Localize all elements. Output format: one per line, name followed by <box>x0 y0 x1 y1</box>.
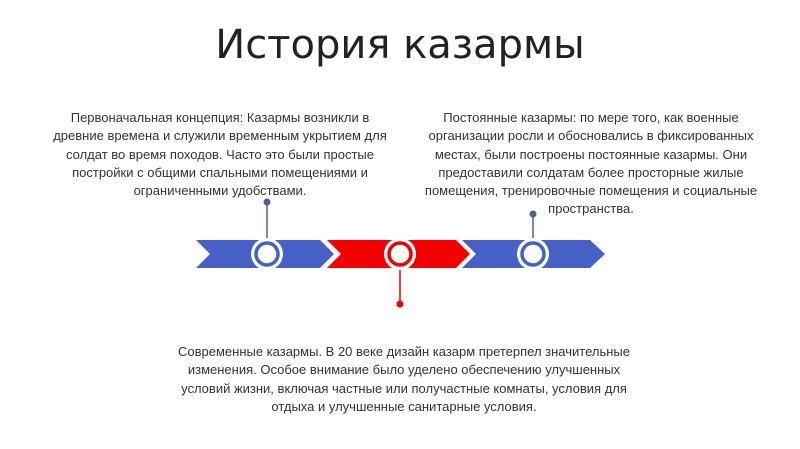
milestone-1-core <box>254 241 280 267</box>
milestone-2-dot <box>396 300 404 308</box>
milestone-1-dot <box>263 198 271 206</box>
milestone-1-description: Первоначальная концепция: Казармы возник… <box>53 110 387 199</box>
milestone-3-dot <box>529 210 537 218</box>
milestone-3-description: Постоянные казармы: по мере того, как во… <box>424 110 758 217</box>
page-title: История казармы <box>215 22 585 68</box>
milestone-2-description: Современные казармы. В 20 веке дизайн ка… <box>177 344 631 414</box>
milestone-3-core <box>520 241 546 267</box>
milestone-2-core <box>387 241 413 267</box>
